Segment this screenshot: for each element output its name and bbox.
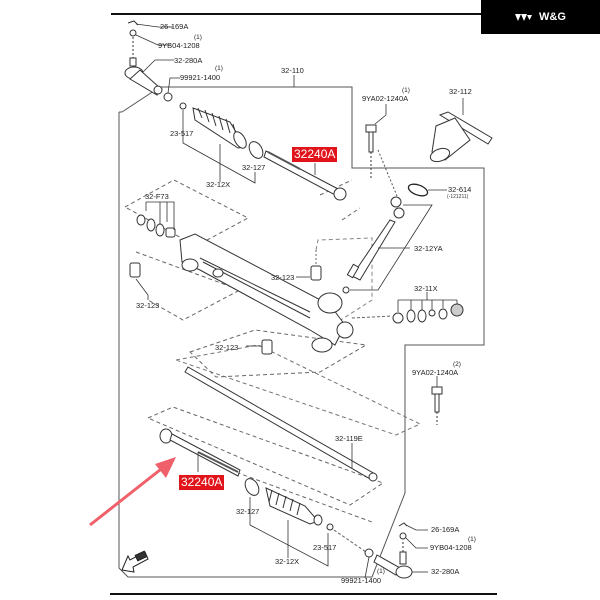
- o-ring: [407, 183, 429, 197]
- seal-set: [136, 214, 176, 238]
- lower-rod-box: [146, 406, 385, 506]
- label-32-110: 32-110: [281, 66, 304, 75]
- qty-9YB04-1208-top: (1): [194, 34, 202, 41]
- rack-box: [174, 344, 422, 436]
- pinion-cover: [429, 111, 493, 163]
- label-23-517-top: 23-517: [170, 129, 194, 138]
- label-99921-1400-top: 99921-1400: [180, 73, 221, 82]
- bushing-box-left: [135, 251, 242, 321]
- assembly-outline: [118, 86, 485, 578]
- triple-triangle-logo-icon: [515, 13, 535, 22]
- label-32-280A-bottom: 32-280A: [431, 567, 460, 576]
- pinion-box: [315, 237, 373, 331]
- bushing-left: [129, 262, 141, 278]
- label-32-12YA: 32-12YA: [414, 244, 443, 253]
- fwd-direction-icon: [121, 550, 149, 573]
- brand-badge: W&G: [481, 0, 600, 34]
- rack-bar: [184, 366, 378, 482]
- pinion-shaft: [342, 196, 405, 294]
- boot-top: [179, 102, 264, 159]
- tie-rod-end-top: [124, 20, 173, 102]
- label-32-614: 32-614: [448, 185, 472, 194]
- qty-9YB04-1208-bottom: (1): [468, 536, 476, 543]
- label-32-127-top: 32-127: [242, 163, 266, 172]
- label-32-123-low: 32-123: [215, 343, 239, 352]
- label-23-517-bottom: 23-517: [313, 543, 337, 552]
- tie-rod-end-bottom: [364, 522, 413, 579]
- label-9YA02-1240A-2: 9YA02-1240A: [412, 368, 459, 377]
- seal-group-box: [123, 179, 250, 247]
- label-32-112: 32-112: [449, 87, 472, 96]
- qty-99921-1400-bottom: (1): [377, 568, 385, 575]
- label-9YB04-1208-bottom: 9YB04-1208: [430, 543, 472, 552]
- label-32-127-bottom: 32-127: [236, 507, 260, 516]
- label-26-169A-top: 26-169A: [160, 22, 189, 31]
- inner-tie-rod-bottom: [159, 428, 241, 477]
- note-32-614: (-121211): [447, 194, 469, 200]
- rack-housing: [179, 233, 354, 353]
- inner-tie-rod-top: [263, 150, 347, 201]
- pointer-arrow-icon: [89, 457, 176, 527]
- highlight-32240A-bottom: 32240A: [179, 475, 225, 490]
- highlight-32240A-top: 32240A: [292, 147, 338, 162]
- label-32-12X-bottom: 32-12X: [275, 557, 300, 566]
- bushing-mid: [310, 265, 322, 281]
- label-99921-1400-bottom: 99921-1400: [341, 576, 382, 585]
- label-9YA02-1240A-1: 9YA02-1240A: [362, 94, 409, 103]
- qty-9YA02-1240A-2: (2): [453, 361, 461, 368]
- label-32-123-mid: 32-123: [271, 273, 295, 282]
- brand-name: W&G: [539, 11, 566, 23]
- qty-99921-1400-top: (1): [215, 65, 223, 72]
- pinion-seal-set: [392, 303, 464, 324]
- label-32-119E: 32-119E: [335, 434, 363, 443]
- label-32-12X-top: 32-12X: [206, 180, 231, 189]
- qty-9YA02-1240A-1: (1): [402, 87, 410, 94]
- boot-bottom: [244, 478, 334, 531]
- housing-box: [189, 329, 368, 378]
- label-9YB04-1208-top: 9YB04-1208: [158, 41, 200, 50]
- bolt-top: [365, 124, 377, 180]
- label-32-280A-top: 32-280A: [174, 56, 203, 65]
- bushing-low: [261, 339, 273, 355]
- label-32-F73: 32-F73: [145, 192, 169, 201]
- bolt-bottom: [431, 386, 443, 425]
- label-26-169A-bottom: 26-169A: [431, 525, 460, 534]
- label-32-123-left: 32-123: [136, 301, 160, 310]
- label-32-11X: 32-11X: [414, 284, 438, 293]
